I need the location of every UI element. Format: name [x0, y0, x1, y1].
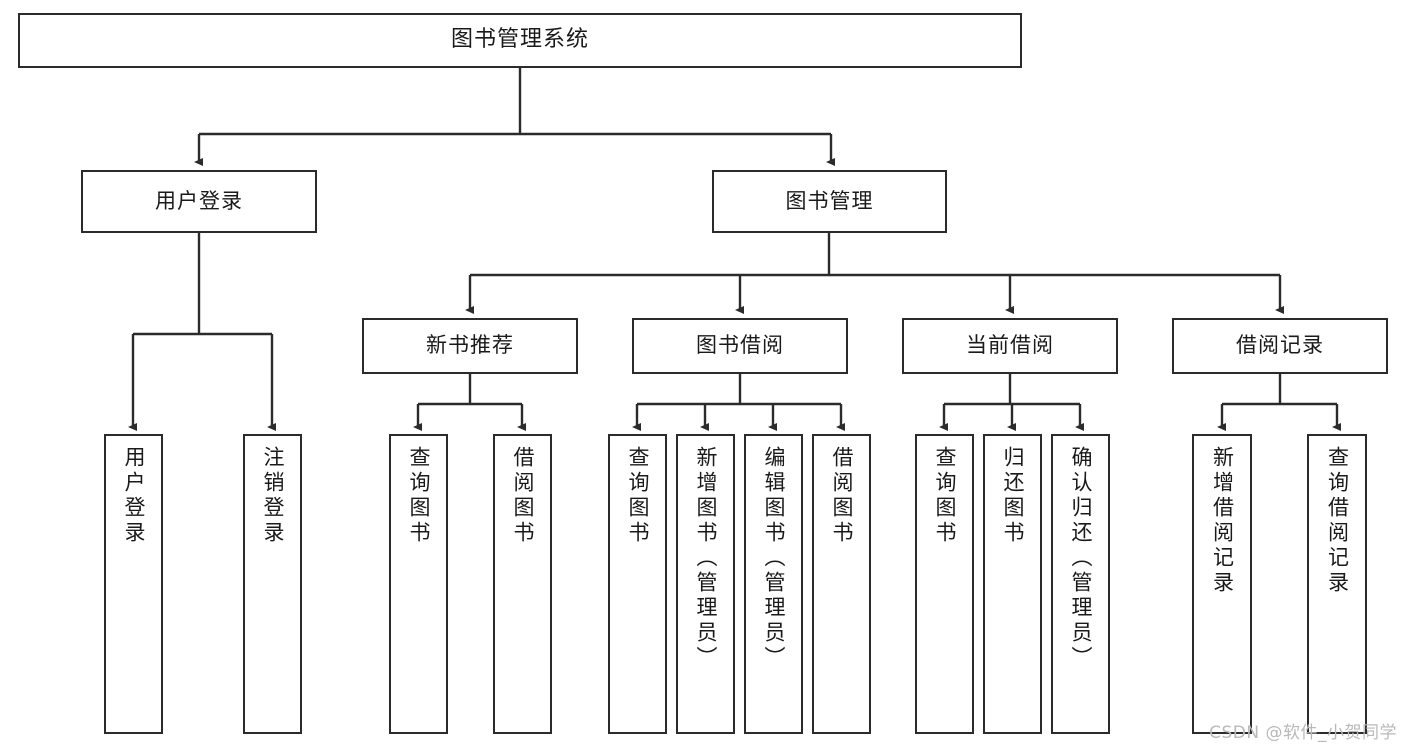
leaf-return-book-label: 归还图书 — [1001, 446, 1025, 546]
leaf-edit-book[interactable]: 编辑图书（管理员） — [744, 434, 803, 734]
leaf-query-book-2[interactable]: 查询图书 — [608, 434, 667, 734]
leaf-query-book-3[interactable]: 查询图书 — [915, 434, 974, 734]
leaf-user-login[interactable]: 用户登录 — [104, 434, 163, 734]
node-book-borrow-label: 图书借阅 — [696, 333, 784, 358]
node-new-book-rec[interactable]: 新书推荐 — [362, 318, 578, 374]
leaf-query-book-1[interactable]: 查询图书 — [389, 434, 448, 734]
leaf-user-logout-label: 注销登录 — [261, 446, 285, 546]
leaf-add-record[interactable]: 新增借阅记录 — [1192, 434, 1252, 734]
node-current-borrow[interactable]: 当前借阅 — [902, 318, 1118, 374]
leaf-user-logout[interactable]: 注销登录 — [243, 434, 302, 734]
csdn-watermark: CSDN @软件_小贺同学 — [1209, 723, 1397, 743]
leaf-add-book[interactable]: 新增图书（管理员） — [676, 434, 735, 734]
leaf-query-record[interactable]: 查询借阅记录 — [1307, 434, 1367, 734]
leaf-user-login-label: 用户登录 — [122, 446, 146, 546]
leaf-query-book-2-label: 查询图书 — [626, 446, 650, 546]
leaf-borrow-book-1[interactable]: 借阅图书 — [493, 434, 552, 734]
node-book-manage[interactable]: 图书管理 — [712, 170, 947, 233]
node-current-borrow-label: 当前借阅 — [966, 333, 1054, 358]
node-root-label: 图书管理系统 — [450, 27, 589, 53]
leaf-query-book-1-label: 查询图书 — [407, 446, 431, 546]
node-borrow-record[interactable]: 借阅记录 — [1172, 318, 1388, 374]
leaf-borrow-book-2[interactable]: 借阅图书 — [812, 434, 871, 734]
node-user-login-label: 用户登录 — [155, 188, 243, 213]
leaf-add-record-label: 新增借阅记录 — [1210, 446, 1235, 596]
leaf-confirm-return-label: 确认归还（管理员） — [1069, 446, 1093, 671]
node-user-login[interactable]: 用户登录 — [81, 170, 317, 233]
leaf-add-book-label: 新增图书（管理员） — [694, 446, 718, 671]
node-root[interactable]: 图书管理系统 — [18, 13, 1022, 68]
leaf-borrow-book-2-label: 借阅图书 — [830, 446, 854, 546]
node-new-book-rec-label: 新书推荐 — [426, 333, 514, 358]
leaf-return-book[interactable]: 归还图书 — [983, 434, 1042, 734]
leaf-confirm-return[interactable]: 确认归还（管理员） — [1051, 434, 1110, 734]
node-book-manage-label: 图书管理 — [785, 188, 874, 213]
leaf-query-book-3-label: 查询图书 — [933, 446, 957, 546]
node-borrow-record-label: 借阅记录 — [1236, 333, 1324, 358]
leaf-edit-book-label: 编辑图书（管理员） — [762, 446, 786, 671]
node-book-borrow[interactable]: 图书借阅 — [632, 318, 848, 374]
leaf-query-record-label: 查询借阅记录 — [1325, 446, 1350, 596]
leaf-borrow-book-1-label: 借阅图书 — [511, 446, 535, 546]
